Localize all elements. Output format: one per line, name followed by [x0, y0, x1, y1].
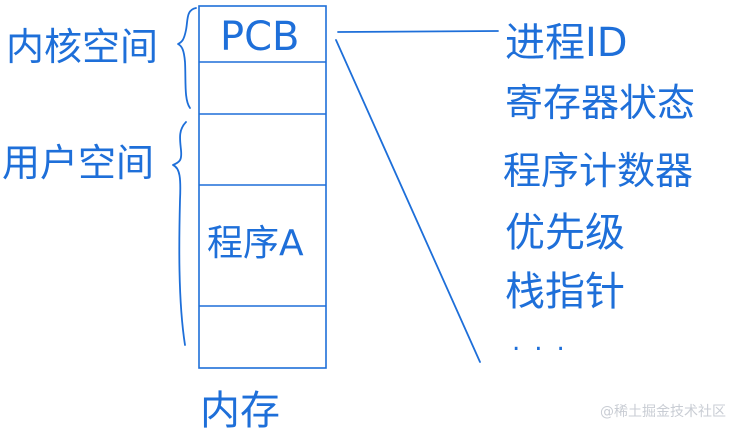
watermark: @稀土掘金技术社区 — [600, 404, 726, 420]
memory-stack-outline — [198, 5, 327, 369]
pcb-field: 优先级 — [505, 210, 625, 256]
pcb-field: 栈指针 — [505, 269, 625, 315]
pcb-block-label: PCB — [220, 14, 300, 60]
user-space-brace — [172, 121, 187, 346]
pcb-connector-bottom — [335, 39, 481, 363]
user-space-label: 用户空间 — [2, 141, 154, 185]
memory-label: 内存 — [200, 388, 280, 434]
pcb-field: 寄存器状态 — [505, 81, 695, 125]
pcb-connector-top — [337, 30, 499, 33]
pcb-field: 程序计数器 — [503, 149, 693, 193]
pcb-field-ellipsis: ... — [512, 327, 579, 357]
pcb-field-list: 进程ID 寄存器状态 程序计数器 优先级 栈指针 ... — [503, 20, 695, 357]
pcb-field: 进程ID — [505, 20, 628, 66]
kernel-space-label: 内核空间 — [6, 25, 158, 69]
program-a-block-label: 程序A — [207, 223, 304, 264]
kernel-space-brace — [177, 7, 197, 109]
